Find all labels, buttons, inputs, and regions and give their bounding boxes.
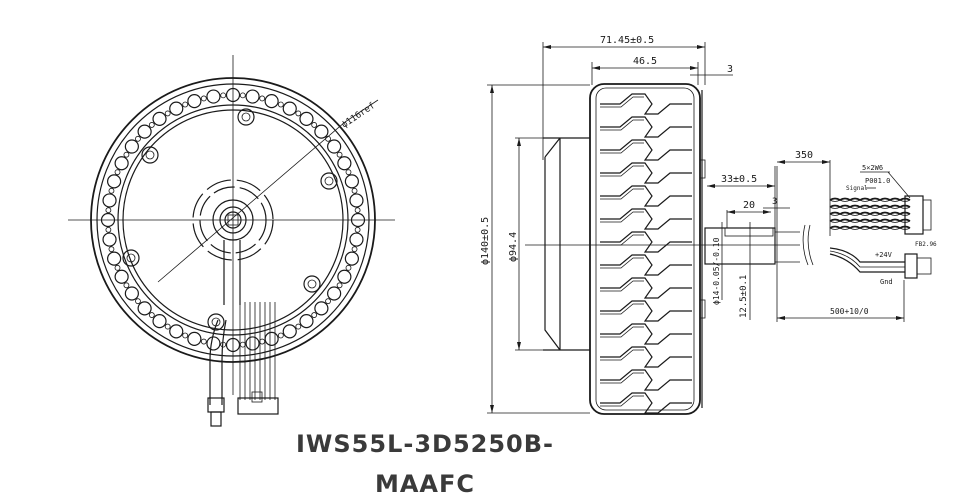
front-view: ϕ116ref: [68, 55, 395, 427]
dim-tire-width: 46.5: [633, 56, 657, 67]
arrow: [767, 184, 775, 188]
power-wires: [829, 247, 905, 273]
arrow: [697, 45, 705, 49]
signal-connector-pitch: P001.0: [865, 177, 890, 185]
arrow: [777, 160, 785, 164]
signal-connector-label: 5×2W6: [862, 164, 883, 172]
power-positive-label: +24V: [875, 251, 893, 259]
arrow: [690, 66, 698, 70]
hub-profile: [543, 137, 590, 351]
power-connector-label: FB2.96: [915, 241, 937, 248]
front-diameter-label: ϕ116ref: [340, 101, 377, 131]
power-ground-label: Gnd: [880, 278, 893, 286]
shaft-flat: [724, 227, 774, 237]
signal-connector-front: [237, 397, 279, 415]
bolts: [122, 108, 338, 331]
arrow: [592, 66, 600, 70]
power-wire-center: [829, 250, 905, 268]
arrow: [896, 316, 904, 320]
dim-offset: 3: [727, 64, 733, 75]
magnet-ring: [100, 87, 366, 353]
bolt-icon: [207, 313, 225, 331]
arrow: [517, 138, 521, 146]
front-wires: [207, 302, 279, 427]
engineering-drawing: ϕ116ref: [68, 35, 937, 427]
model-title: IWS55L-3D5250B-MAAFC: [295, 430, 554, 498]
arrow: [490, 405, 494, 413]
outer-rim: [90, 77, 376, 363]
leader-extension: [344, 99, 379, 123]
arrow: [822, 160, 830, 164]
dim-shaft-flat: 12.5±0.1: [739, 275, 749, 318]
dim-shaft-step: 20: [743, 200, 755, 211]
tire-inner-edge: [595, 87, 695, 411]
connector-pins: [922, 199, 932, 231]
side-view: 71.45±0.5 46.5 3 ϕ140±0.5 ϕ94.4: [480, 35, 800, 415]
arrow: [727, 210, 735, 214]
power-connector-pins: [916, 257, 932, 275]
arrow: [517, 342, 521, 350]
dim-signal-length: 350: [795, 150, 813, 161]
dim-power-length: 500+10/0: [830, 307, 869, 316]
magnet-ring-inner: [117, 104, 349, 336]
arrow: [543, 45, 551, 49]
tire-tread: [600, 93, 692, 414]
stator-edge: [122, 109, 344, 331]
power-connector: [904, 253, 918, 279]
twisted-signal-wires: [829, 197, 911, 230]
dim-overall-width: 71.45±0.5: [600, 35, 654, 46]
signal-wire-label: Signal: [846, 185, 868, 192]
bolt-icon: [141, 146, 159, 164]
central-hub: [192, 179, 274, 261]
dim-outer-diameter: ϕ140±0.5: [480, 217, 491, 265]
diameter-leader-line: [157, 121, 346, 283]
dim-shaft-length: 33±0.5: [721, 174, 757, 185]
dim-shaft-gap: 3: [772, 197, 777, 207]
cable-break-symbol: [802, 224, 814, 266]
bolt-icon: [122, 249, 140, 267]
bolt-icon: [303, 275, 321, 293]
bolt-icon: [320, 172, 338, 190]
arrow: [707, 184, 715, 188]
hub-tab: [699, 299, 706, 319]
bolt-icon: [237, 108, 255, 126]
arrow: [490, 85, 494, 93]
arrow: [763, 210, 771, 214]
arrow: [777, 316, 785, 320]
hub-tab: [699, 159, 706, 179]
dim-shaft-diameter: ϕ14-0.05/-0.10: [712, 237, 721, 305]
leader-line: [887, 171, 911, 199]
wiring: 350 5×2W6 P001.0 Signal +24V Gnd FB2.96 …: [777, 150, 937, 322]
dim-hub-diameter: ϕ94.4: [508, 232, 519, 262]
tire-body: [589, 83, 701, 415]
rim-inner-edge: [96, 83, 370, 357]
